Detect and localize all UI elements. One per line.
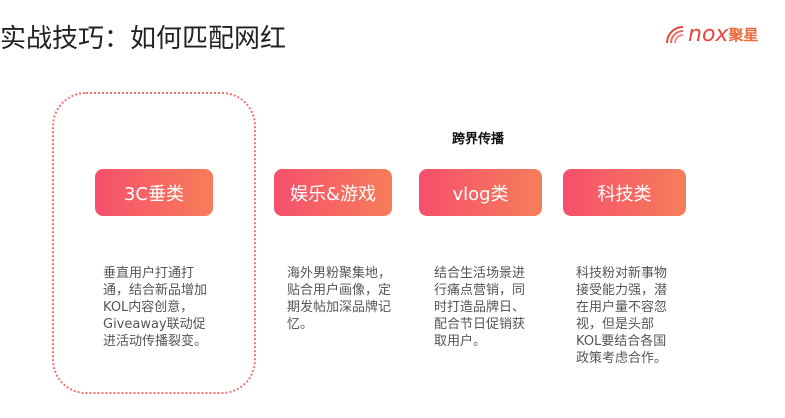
- category-tech-desc: 科技粉对新事物接受能力强，潜在用户量不容忽视，但是头部KOL要结合各国政策考虑合…: [576, 266, 668, 366]
- category-vlog-desc: 结合生活场景进行痛点营销，同时打造品牌日、配合节日促销获取用户。: [434, 266, 526, 349]
- category-entertainment-desc: 海外男粉聚集地，贴合用户画像，定期发帖加深品牌记忆。: [287, 266, 392, 332]
- category-tech-button[interactable]: 科技类: [563, 169, 686, 216]
- highlight-frame: [52, 92, 256, 394]
- category-3c-button[interactable]: 3C垂类: [95, 169, 213, 216]
- page-title: 实战技巧：如何匹配网红: [0, 24, 287, 54]
- cross-label: 跨界传播: [452, 132, 505, 147]
- logo-cn: 聚星: [728, 26, 759, 44]
- category-vlog-button[interactable]: vlog类: [419, 169, 542, 216]
- category-entertainment-button[interactable]: 娱乐&游戏: [274, 169, 392, 216]
- logo-text: nox: [688, 22, 729, 47]
- nox-logo: nox 聚星: [664, 22, 758, 47]
- signal-icon: [666, 25, 684, 43]
- category-3c-desc: 垂直用户打通打通，结合新品增加KOL内容创意，Giveaway联动促进活动传播裂…: [103, 266, 208, 349]
